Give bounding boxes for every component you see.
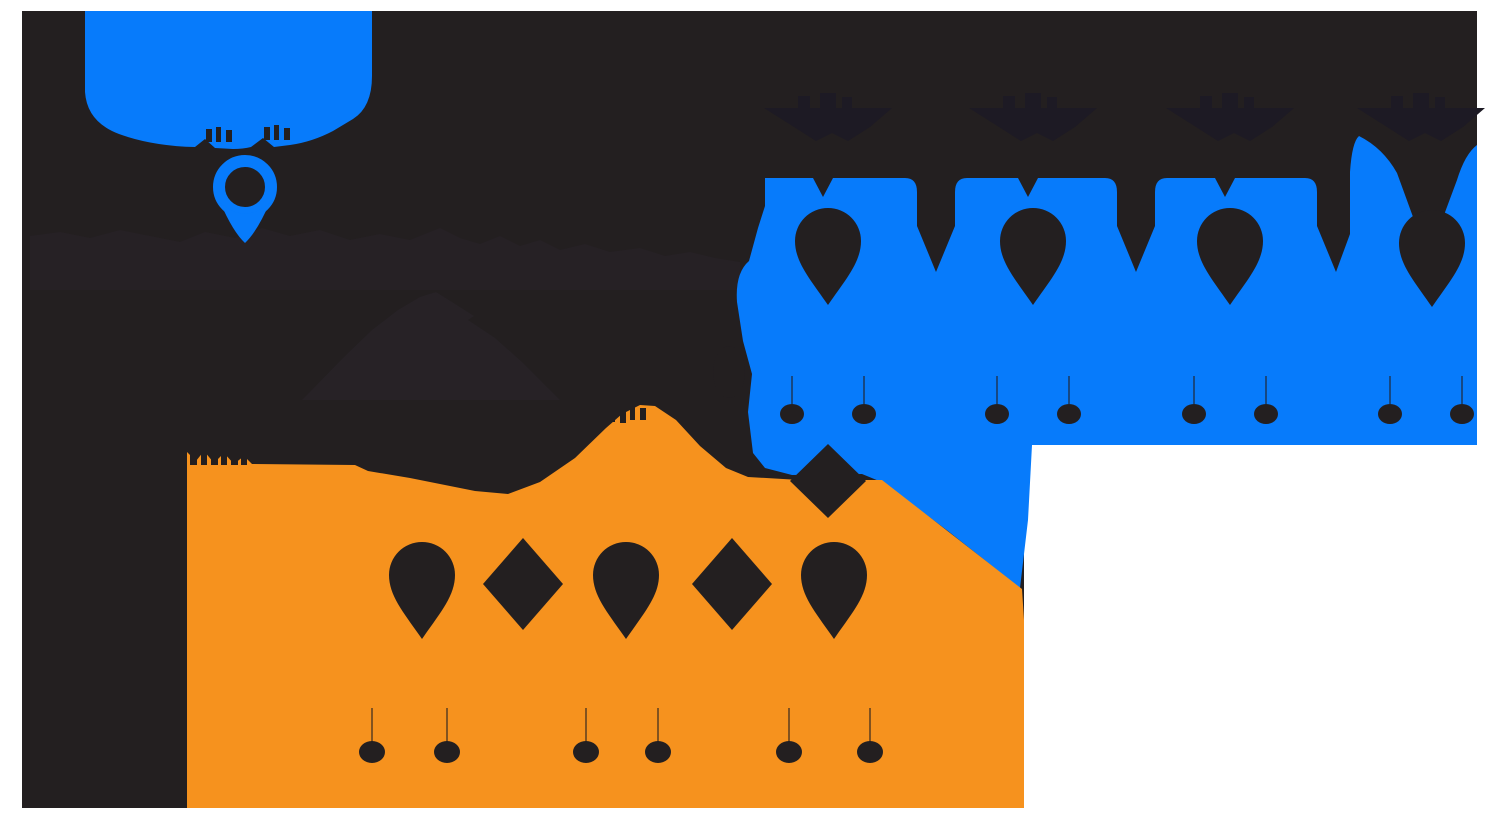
headline-text-silhouette (30, 228, 740, 290)
dot-icon (573, 741, 599, 763)
dot-icon (1378, 404, 1402, 424)
edge-blob (713, 346, 745, 398)
dot-icon (434, 741, 460, 763)
dot-icon (780, 404, 804, 424)
logo-map-pin-icon (213, 155, 277, 243)
connector-diamond-icon (790, 444, 866, 518)
dot-icon (359, 741, 385, 763)
route-dots (359, 741, 883, 763)
cloud-carved-marks (206, 125, 290, 142)
pin-tail (220, 202, 270, 243)
route-dot-stems (371, 708, 871, 742)
dot-icon (985, 404, 1009, 424)
dot-icon (1182, 404, 1206, 424)
dot-icon (1254, 404, 1278, 424)
route-carved-marks (190, 404, 646, 465)
timeline-panel (736, 136, 1477, 588)
dot-icon (1057, 404, 1081, 424)
dot-icon (857, 741, 883, 763)
dot-icon (645, 741, 671, 763)
logo-cloud (85, 11, 372, 149)
dot-icon (852, 404, 876, 424)
dot-icon (1450, 404, 1474, 424)
mountain-silhouette (302, 292, 560, 400)
pin-ring (213, 155, 277, 219)
timeline-dots (780, 404, 1474, 424)
dot-icon (776, 741, 802, 763)
timeline-dot-stems (791, 376, 1463, 404)
